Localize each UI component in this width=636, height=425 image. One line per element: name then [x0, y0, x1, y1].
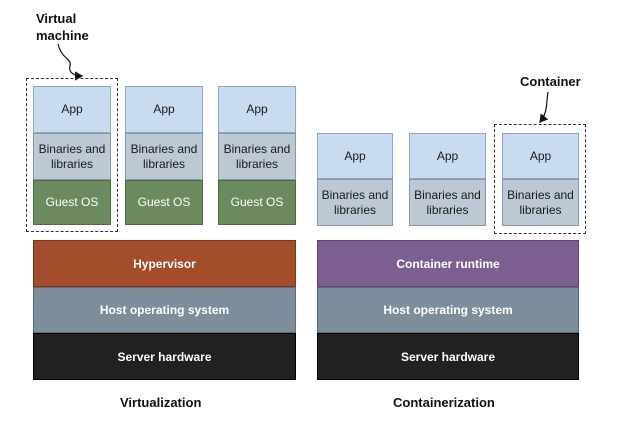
- container1-binaries: Binaries and libraries: [317, 179, 393, 226]
- virtual-machine-arrow: [57, 43, 84, 81]
- container2-app: App: [409, 133, 486, 179]
- vm3-guest-os: Guest OS: [218, 180, 296, 225]
- vm2-binaries: Binaries and libraries: [125, 133, 203, 180]
- containerization-server-hardware-layer: Server hardware: [317, 333, 579, 380]
- container1-app: App: [317, 133, 393, 179]
- vm2-guest-os: Guest OS: [125, 180, 203, 225]
- container-runtime-layer: Container runtime: [317, 240, 579, 287]
- container3-binaries: Binaries and libraries: [502, 179, 579, 226]
- vm1-binaries: Binaries and libraries: [33, 133, 111, 180]
- container3-app: App: [502, 133, 579, 179]
- virtualization-host-os-layer: Host operating system: [33, 287, 296, 333]
- virtualization-caption: Virtualization: [120, 395, 202, 410]
- virtual-machine-label-line2: machine: [36, 28, 89, 43]
- virtualization-server-hardware-layer: Server hardware: [33, 333, 296, 380]
- vm3-binaries: Binaries and libraries: [218, 133, 296, 180]
- container-arrow: [539, 91, 549, 123]
- virtual-machine-label-line1: Virtual: [36, 11, 77, 26]
- vm1-app: App: [33, 86, 111, 133]
- container2-binaries: Binaries and libraries: [409, 179, 486, 226]
- container-outline: [494, 124, 586, 234]
- containerization-caption: Containerization: [393, 395, 495, 410]
- containerization-host-os-layer: Host operating system: [317, 287, 579, 333]
- vm3-app: App: [218, 86, 296, 133]
- virtual-machine-callout: Virtual machine: [36, 10, 89, 44]
- container-callout: Container: [520, 74, 581, 89]
- vm2-app: App: [125, 86, 203, 133]
- vm1-guest-os: Guest OS: [33, 180, 111, 225]
- hypervisor-layer: Hypervisor: [33, 240, 296, 287]
- virtual-machine-outline: [26, 78, 118, 232]
